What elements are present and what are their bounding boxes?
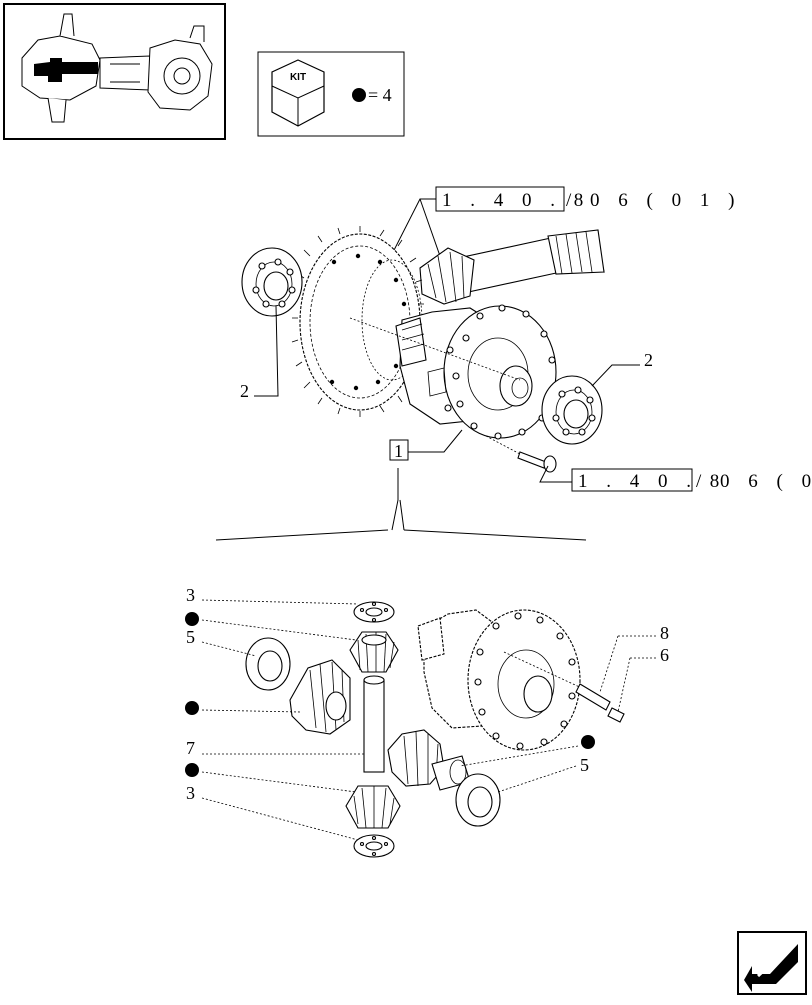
roll-pin bbox=[607, 707, 625, 723]
bolt bbox=[485, 435, 557, 473]
axis-line-lower bbox=[503, 651, 587, 691]
callout-item-6[interactable]: 6 bbox=[660, 645, 669, 665]
kit-marker-icon bbox=[185, 612, 199, 626]
bracket-left-arm bbox=[215, 529, 389, 541]
leader-item-5-left bbox=[201, 641, 257, 657]
reference-top-code: 1 . 4 0 . 8 bbox=[442, 190, 590, 211]
side-washer-right bbox=[455, 773, 501, 827]
callout-item-2-right[interactable]: 2 bbox=[644, 350, 653, 370]
reference-top-suffix: / 0 6 ( 0 1 ) bbox=[566, 190, 741, 211]
kit-marker-icon bbox=[185, 701, 199, 715]
leader-item-3-top bbox=[201, 599, 359, 605]
differential-case-lower bbox=[417, 609, 581, 751]
kit-marker-icon bbox=[581, 735, 595, 749]
bevel-pinion-shaft bbox=[419, 229, 605, 305]
callout-item-5-left[interactable]: 5 bbox=[186, 627, 195, 647]
thrust-washer-bottom bbox=[353, 834, 395, 858]
leader-kit-marker-a bbox=[201, 619, 357, 641]
kit-label: KIT bbox=[290, 72, 306, 83]
bracket-stem-left bbox=[391, 468, 399, 531]
kit-box: KIT = 4 bbox=[257, 51, 405, 137]
kit-quantity: = 4 bbox=[368, 85, 392, 105]
bracket-right-arm bbox=[403, 529, 587, 541]
leader-kit-marker-c bbox=[201, 771, 357, 793]
leader-item-5-right bbox=[497, 765, 577, 793]
bracket-stem-right bbox=[399, 499, 405, 531]
side-gear-left bbox=[289, 659, 351, 735]
reference-bottom[interactable]: 1 . 4 0 . 8 / 0 6 ( 0 bbox=[571, 468, 812, 492]
kit-marker-icon bbox=[185, 763, 199, 777]
leader-kit-marker-b bbox=[201, 709, 301, 713]
cross-shaft bbox=[363, 675, 385, 773]
callout-item-5-right[interactable]: 5 bbox=[580, 755, 589, 775]
leader-ref-bottom bbox=[539, 465, 572, 483]
kit-cube-icon: KIT bbox=[271, 59, 325, 127]
pin bbox=[575, 683, 611, 711]
callout-item-1-box[interactable]: 1 bbox=[389, 439, 409, 461]
leader-item-1 bbox=[408, 429, 463, 453]
leader-item-2-left bbox=[254, 305, 279, 397]
callout-item-8[interactable]: 8 bbox=[660, 623, 669, 643]
thrust-washer-top bbox=[353, 601, 395, 623]
leader-item-2-right bbox=[591, 364, 640, 387]
leader-item-6-v bbox=[617, 657, 631, 713]
side-gear-right bbox=[387, 729, 471, 791]
reference-bottom-suffix: / 0 6 ( 0 bbox=[696, 471, 812, 492]
axle-assembly-thumbnail[interactable] bbox=[3, 3, 226, 140]
next-page-arrow-icon[interactable] bbox=[737, 931, 807, 995]
planet-gear-top bbox=[349, 631, 399, 673]
reference-bottom-code: 1 . 4 0 . 8 bbox=[578, 471, 726, 492]
callout-item-3-top[interactable]: 3 bbox=[186, 585, 195, 605]
callout-item-2-left[interactable]: 2 bbox=[240, 381, 249, 401]
leader-item-3-bottom bbox=[201, 797, 359, 841]
differential-case-upper bbox=[395, 304, 557, 440]
leader-ref-top-b bbox=[419, 198, 441, 257]
bearing-left bbox=[241, 247, 303, 317]
kit-marker-icon bbox=[352, 88, 366, 102]
bearing-right bbox=[541, 375, 603, 445]
leader-item-8-v bbox=[599, 635, 619, 693]
callout-item-1: 1 bbox=[394, 441, 403, 461]
planet-gear-bottom bbox=[345, 785, 401, 829]
callout-item-3-bottom[interactable]: 3 bbox=[186, 783, 195, 803]
callout-item-7[interactable]: 7 bbox=[186, 738, 195, 758]
reference-top[interactable]: 1 . 4 0 . 8 / 0 6 ( 0 1 ) bbox=[435, 186, 741, 212]
side-washer-left bbox=[245, 637, 291, 691]
